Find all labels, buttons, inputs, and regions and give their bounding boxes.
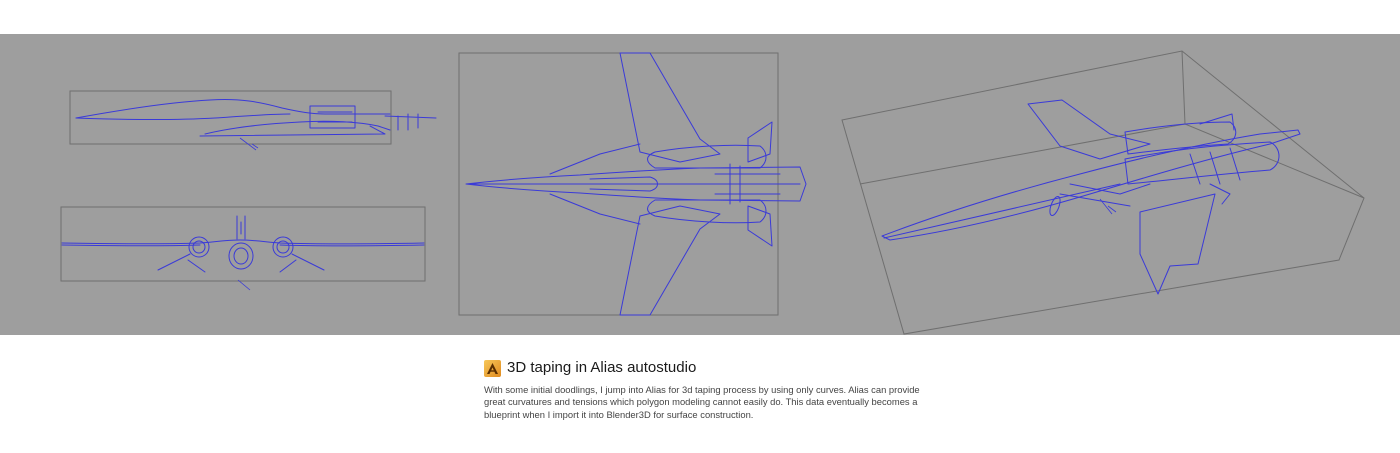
modeling-viewport xyxy=(0,34,1400,335)
front-view-gear xyxy=(237,279,251,291)
perspective-view xyxy=(841,50,1365,335)
front-view-frame xyxy=(60,206,426,282)
top-view-left-wing xyxy=(619,52,721,163)
top-view-left-stabilizer xyxy=(747,121,773,163)
front-view-right-intake xyxy=(272,236,294,258)
top-view xyxy=(458,52,807,316)
side-view-gear xyxy=(239,137,259,151)
side-view-lower-curve xyxy=(204,120,391,135)
front-view-fuselage xyxy=(228,242,254,270)
front-view xyxy=(60,206,426,291)
front-view-canards xyxy=(157,253,325,273)
perspective-fuselage xyxy=(881,129,1301,241)
side-view-mid-curve xyxy=(75,113,291,120)
front-view-wing-lower xyxy=(61,244,425,247)
perspective-nacelle-rings xyxy=(1189,147,1241,185)
top-view-right-nacelle xyxy=(647,199,767,224)
side-view-belly-curve xyxy=(199,125,386,137)
alias-autostudio-logo-icon xyxy=(484,359,501,377)
side-view-tail-fins xyxy=(384,113,437,131)
top-view-fuselage xyxy=(465,166,807,202)
caption-block: 3D taping in Alias autostudio With some … xyxy=(484,358,924,421)
top-view-right-wing xyxy=(619,205,721,316)
perspective-underside-curves xyxy=(1059,183,1151,207)
front-view-fuselage-inner xyxy=(233,247,249,265)
front-view-tail-fins xyxy=(236,215,246,240)
caption-title: 3D taping in Alias autostudio xyxy=(507,359,697,376)
front-view-left-intake xyxy=(188,236,210,258)
perspective-bounding-box-inner xyxy=(859,50,1365,199)
perspective-upper-nacelle xyxy=(1124,121,1237,155)
perspective-bounding-box xyxy=(841,50,1365,335)
caption-title-row: 3D taping in Alias autostudio xyxy=(484,358,924,378)
front-view-right-intake-inner xyxy=(276,240,290,254)
side-view xyxy=(69,90,437,151)
wireframe-canvas xyxy=(60,50,1365,335)
side-view-upper-curve xyxy=(75,99,391,119)
top-view-right-stabilizer xyxy=(747,205,773,247)
side-view-engine-lines xyxy=(317,111,353,123)
top-view-leading-edge xyxy=(549,143,641,225)
side-view-frame xyxy=(69,90,392,145)
top-view-left-nacelle xyxy=(647,144,767,169)
perspective-upper-wing xyxy=(1027,99,1151,160)
top-view-canopy xyxy=(589,176,658,192)
perspective-tail-fins xyxy=(1199,113,1235,205)
top-view-tail-detail xyxy=(714,163,781,205)
side-view-engine-nacelle xyxy=(309,105,356,129)
front-view-left-intake-inner xyxy=(192,240,206,254)
perspective-mid-nacelle xyxy=(1124,141,1280,185)
perspective-spine-line xyxy=(883,183,1121,239)
perspective-intake xyxy=(1049,196,1061,216)
front-view-wing-line xyxy=(61,239,425,245)
perspective-lower-wing xyxy=(1139,193,1216,295)
caption-body: With some initial doodlings, I jump into… xyxy=(484,384,920,420)
